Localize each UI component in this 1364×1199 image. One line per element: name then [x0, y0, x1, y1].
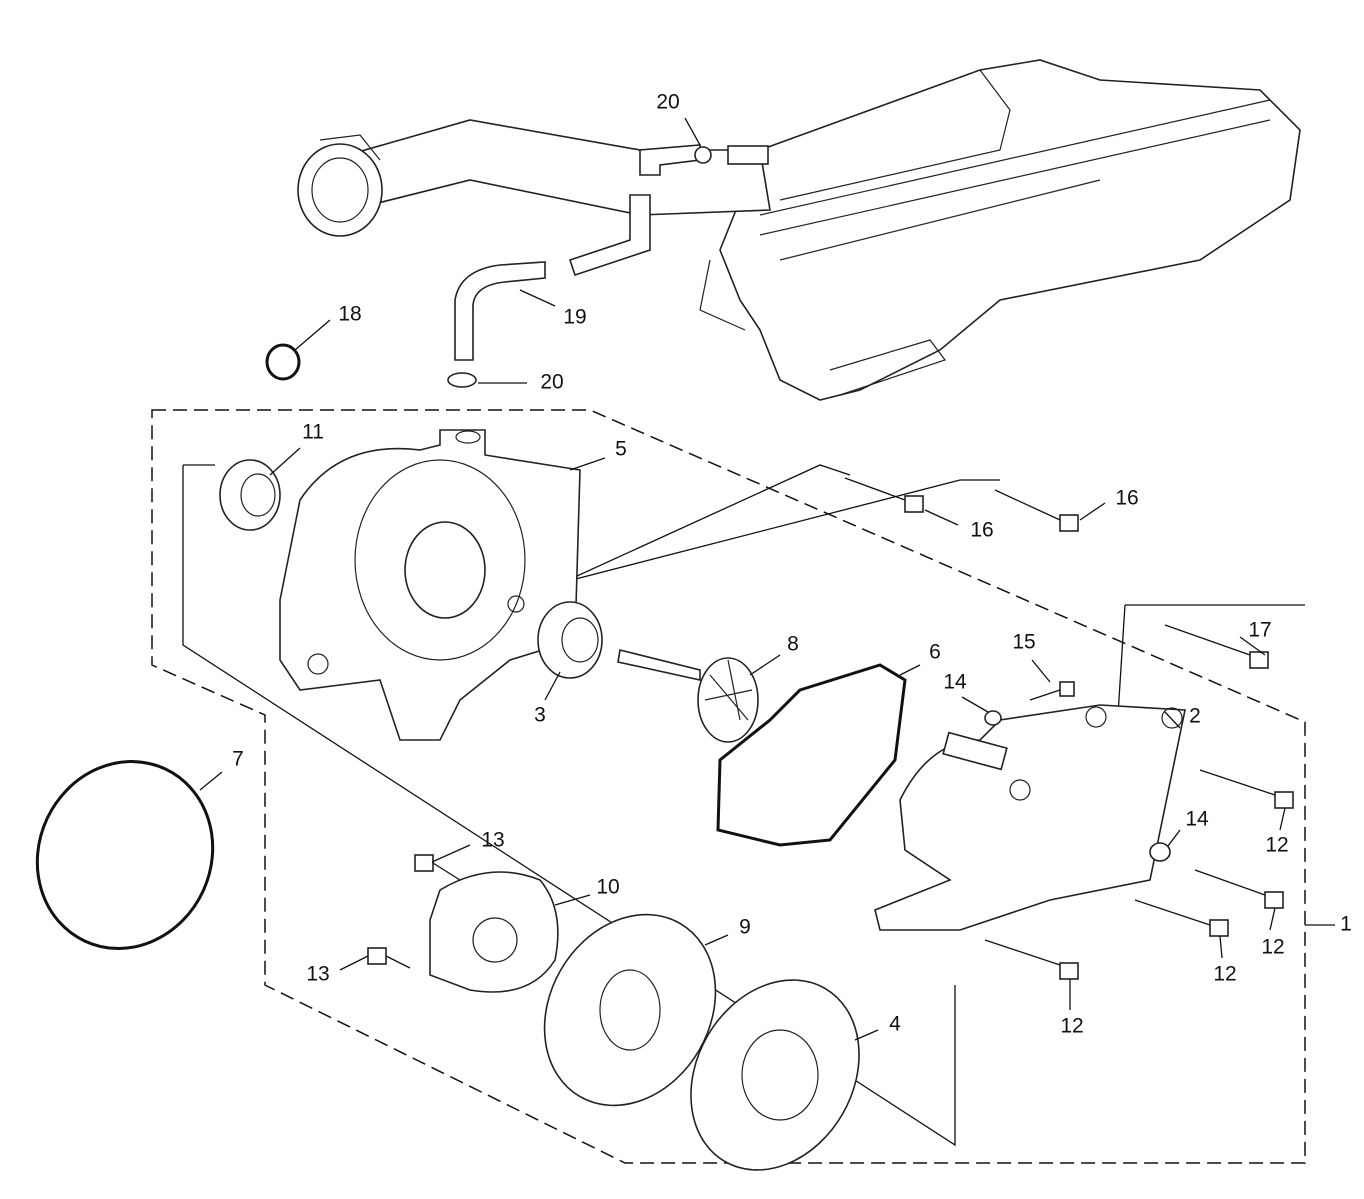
callout-8: 8 [787, 633, 799, 656]
callout-7: 7 [232, 748, 244, 771]
callout-5: 5 [615, 438, 627, 461]
callout-1: 1 [1340, 913, 1352, 936]
callout-20-lower: 20 [540, 371, 563, 394]
callout-6: 6 [929, 641, 941, 664]
intake-duct [297, 119, 771, 237]
gasket-6 [716, 663, 907, 847]
callout-20-upper: 20 [656, 91, 679, 114]
callout-16a: 16 [970, 519, 993, 542]
washer-14b [1149, 842, 1171, 862]
callout-12a: 12 [1265, 834, 1288, 857]
plate-9 [543, 913, 717, 1107]
callout-14a: 14 [943, 671, 967, 694]
callout-12c: 12 [1213, 963, 1236, 986]
impeller-shaft [617, 649, 759, 743]
bearing-3 [537, 601, 603, 679]
callout-16b: 16 [1115, 487, 1138, 510]
callout-12b: 12 [1261, 936, 1284, 959]
callout-13b: 13 [306, 963, 329, 986]
clamp-lower [447, 372, 477, 388]
callout-14b: 14 [1185, 808, 1209, 831]
callout-13a: 13 [481, 829, 504, 852]
callout-17: 17 [1248, 619, 1271, 642]
pump-cover [874, 704, 1186, 931]
callout-9: 9 [739, 916, 751, 939]
air-filter-case [699, 59, 1301, 401]
bearing-11 [219, 459, 281, 531]
pump-housing [279, 429, 581, 741]
callout-4: 4 [889, 1013, 901, 1036]
callout-11: 11 [302, 421, 324, 444]
callout-15: 15 [1012, 631, 1035, 654]
hose [454, 144, 769, 361]
plate-10 [429, 871, 559, 993]
callout-10: 10 [596, 876, 619, 899]
callout-12d: 12 [1060, 1015, 1083, 1038]
callout-19: 19 [563, 306, 586, 329]
o-ring-7 [35, 760, 215, 950]
clamp-upper [694, 146, 712, 164]
leader-lines [199, 117, 1286, 1041]
callout-2: 2 [1189, 705, 1201, 728]
o-ring-18 [265, 343, 301, 381]
callout-labels: 20 19 18 20 11 5 16 16 17 15 14 6 8 3 2 … [232, 91, 1352, 1038]
gasket-4 [690, 979, 860, 1171]
callout-18: 18 [338, 303, 361, 326]
bolts [367, 477, 1294, 980]
callout-3: 3 [534, 704, 546, 727]
washer-14a [984, 710, 1002, 726]
